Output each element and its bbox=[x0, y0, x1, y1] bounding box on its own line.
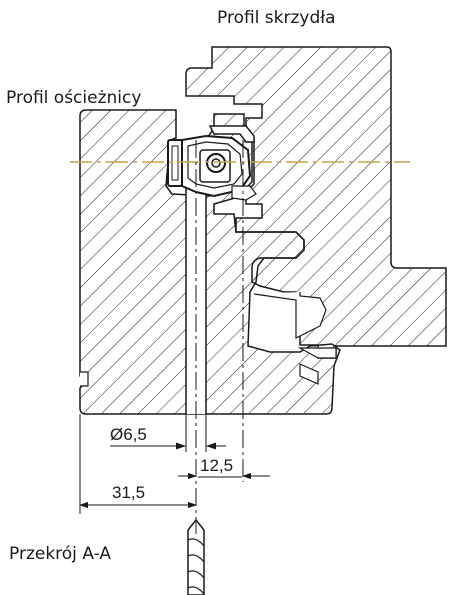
offset-a-dimension: 12,5 bbox=[200, 456, 234, 475]
dim-arrow-diameter-right bbox=[206, 442, 216, 450]
lower-flange bbox=[297, 347, 337, 385]
offset-b-dimension: 31,5 bbox=[112, 483, 146, 502]
section-label: Przekrój A-A bbox=[9, 544, 111, 564]
dim-arrow-diameter-left bbox=[176, 442, 186, 450]
frame-groove bbox=[80, 371, 89, 387]
frame-profile-label: Profil ościeżnicy bbox=[6, 88, 142, 108]
drill-bit-icon bbox=[187, 518, 205, 595]
sash-profile-label: Profil skrzydła bbox=[217, 8, 336, 28]
sash-cavity bbox=[253, 292, 327, 339]
hole-diameter-dimension: Ø6,5 bbox=[110, 425, 147, 444]
hardware-clamp bbox=[167, 125, 257, 201]
